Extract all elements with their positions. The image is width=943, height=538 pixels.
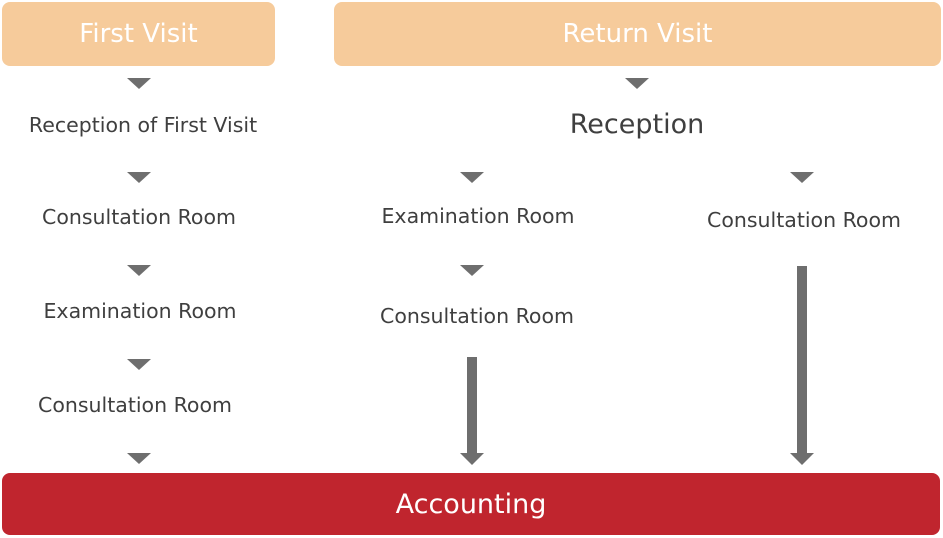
step-consultation-room: Consultation Room <box>707 208 901 232</box>
long-down-arrow-icon <box>790 266 814 465</box>
down-arrow-icon <box>127 359 151 370</box>
step-reception: Reception <box>569 109 705 140</box>
accounting-bar: Accounting <box>2 473 940 535</box>
down-arrow-icon <box>127 453 151 464</box>
return-visit-header-label: Return Visit <box>562 19 713 49</box>
return-visit-header: Return Visit <box>334 2 941 66</box>
down-arrow-icon <box>790 172 814 183</box>
down-arrow-icon <box>127 172 151 183</box>
down-arrow-icon <box>127 265 151 276</box>
down-arrow-icon <box>460 265 484 276</box>
step-examination-room: Examination Room <box>43 299 237 323</box>
step-consultation-room: Consultation Room <box>42 205 236 229</box>
first-visit-header-label: First Visit <box>79 19 198 49</box>
down-arrow-icon <box>460 172 484 183</box>
down-arrow-icon <box>127 78 151 89</box>
step-consultation-room: Consultation Room <box>380 304 574 328</box>
accounting-label: Accounting <box>395 488 547 520</box>
step-examination-room: Examination Room <box>381 204 575 228</box>
down-arrow-icon <box>625 78 649 89</box>
first-visit-header: First Visit <box>2 2 275 66</box>
step-consultation-room: Consultation Room <box>38 393 232 417</box>
long-down-arrow-icon <box>460 357 484 465</box>
step-reception-first-visit: Reception of First Visit <box>28 113 258 137</box>
